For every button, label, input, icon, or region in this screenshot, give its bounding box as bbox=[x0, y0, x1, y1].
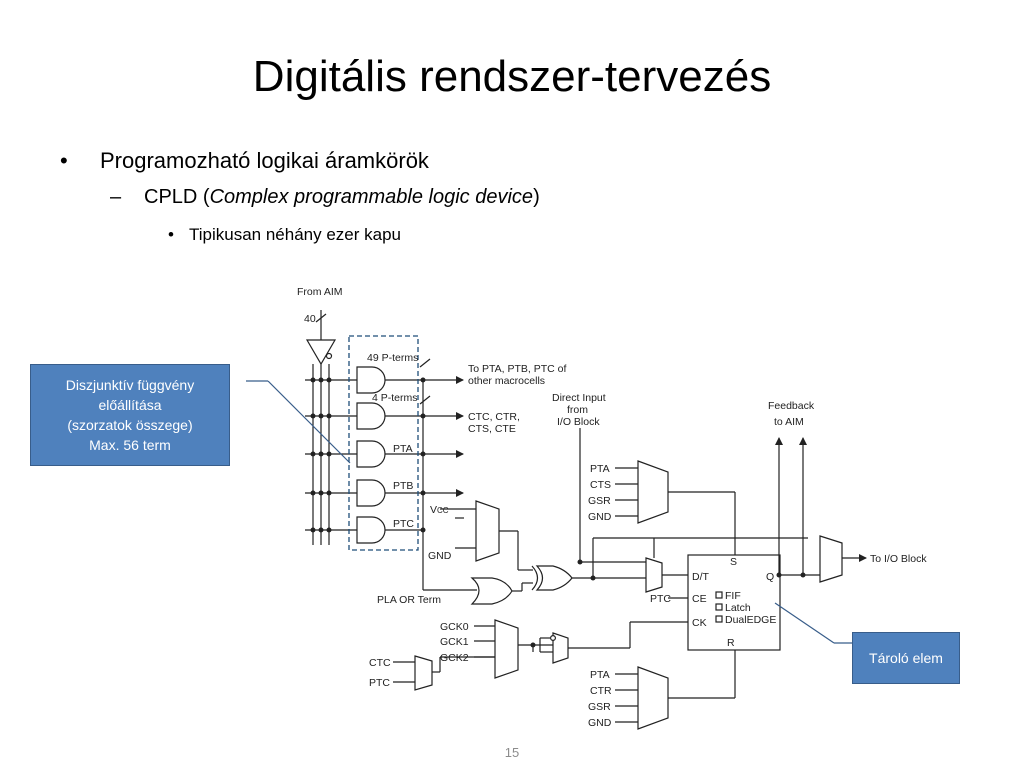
cpld-expansion: Complex programmable logic device bbox=[209, 186, 534, 208]
ff-r-label: R bbox=[727, 637, 735, 649]
ff-latch-label: Latch bbox=[725, 602, 751, 614]
ff-ck-label: CK bbox=[692, 617, 707, 629]
gnd-label: GND bbox=[428, 550, 452, 562]
feedback-label-1: Feedback bbox=[768, 400, 815, 412]
bullet-level1-text: Programozható logikai áramkörök bbox=[100, 148, 429, 173]
ctc-list-label-1: CTC, CTR, bbox=[468, 411, 520, 423]
cpld-suffix: ) bbox=[533, 186, 540, 208]
sop-callout-line2: előállítása bbox=[98, 397, 162, 413]
direct-input-label-2: from bbox=[567, 404, 588, 416]
mux-top-in-0: PTA bbox=[590, 463, 610, 475]
bullet-level3-text: Tipikusan néhány ezer kapu bbox=[189, 225, 402, 244]
mux-bottom-in-1: CTR bbox=[590, 685, 612, 697]
direct-input-label-1: Direct Input bbox=[552, 392, 606, 404]
storage-element-callout: Tároló elem bbox=[852, 632, 960, 684]
to-io-label: To I/O Block bbox=[870, 553, 927, 565]
bus-width-label: 40 bbox=[304, 313, 316, 325]
gck1-label: GCK1 bbox=[440, 636, 469, 648]
mux-top-in-1: CTS bbox=[590, 479, 611, 491]
pterm-dashed-box bbox=[348, 335, 419, 551]
pterms-49-label: 49 P-terms bbox=[367, 352, 418, 364]
vcc-label: VCC bbox=[430, 504, 449, 516]
sop-callout-line4: Max. 56 term bbox=[89, 437, 171, 453]
from-aim-label: From AIM bbox=[297, 286, 343, 298]
to-ptx-label-2: other macrocells bbox=[468, 375, 545, 387]
pterms-4-label: 4 P-terms bbox=[372, 392, 418, 404]
bullet-dash: – bbox=[110, 186, 122, 208]
mux-bottom-in-0: PTA bbox=[590, 669, 610, 681]
ff-fif-label: FIF bbox=[725, 590, 741, 602]
bullet-dot: • bbox=[60, 148, 68, 173]
ptc-label: PTC bbox=[393, 518, 414, 530]
feedback-label-2: to AIM bbox=[774, 416, 804, 428]
ptc-ce-label: PTC bbox=[650, 593, 671, 605]
ff-q-label: Q bbox=[766, 571, 774, 583]
sop-callout-line1: Diszjunktív függvény bbox=[65, 377, 195, 393]
mux-top-in-3: GND bbox=[588, 511, 612, 523]
mux-top-in-2: GSR bbox=[588, 495, 611, 507]
ff-ce-label: CE bbox=[692, 593, 707, 605]
ff-s-label: S bbox=[730, 556, 737, 568]
ff-dt-label: D/T bbox=[692, 571, 710, 583]
pla-or-label: PLA OR Term bbox=[377, 594, 441, 606]
direct-input-label-3: I/O Block bbox=[557, 416, 600, 428]
ctc-clk-label: CTC bbox=[369, 657, 391, 669]
bullet-level2-text: CPLD (Complex programmable logic device) bbox=[144, 186, 540, 209]
sop-callout: Diszjunktív függvény előállítása (szorza… bbox=[30, 364, 230, 466]
page-number: 15 bbox=[504, 745, 520, 760]
gck2-label: GCK2 bbox=[440, 652, 469, 664]
ptc-clk-label: PTC bbox=[369, 677, 390, 689]
mux-bottom-in-3: GND bbox=[588, 717, 612, 729]
cpld-prefix: CPLD ( bbox=[144, 186, 210, 208]
storage-element-label: Tároló elem bbox=[869, 650, 943, 666]
ctc-list-label-2: CTS, CTE bbox=[468, 423, 516, 435]
ff-dualedge-label: DualEDGE bbox=[725, 614, 776, 626]
pta-label: PTA bbox=[393, 443, 413, 455]
bullet-dot-small: • bbox=[168, 225, 174, 244]
mux-bottom-in-2: GSR bbox=[588, 701, 611, 713]
gck0-label: GCK0 bbox=[440, 621, 469, 633]
slide-title: Digitális rendszer-tervezés bbox=[252, 52, 772, 101]
sop-callout-line3: (szorzatok összege) bbox=[67, 417, 193, 433]
to-ptx-label-1: To PTA, PTB, PTC of bbox=[468, 363, 566, 375]
ptb-label: PTB bbox=[393, 480, 413, 492]
